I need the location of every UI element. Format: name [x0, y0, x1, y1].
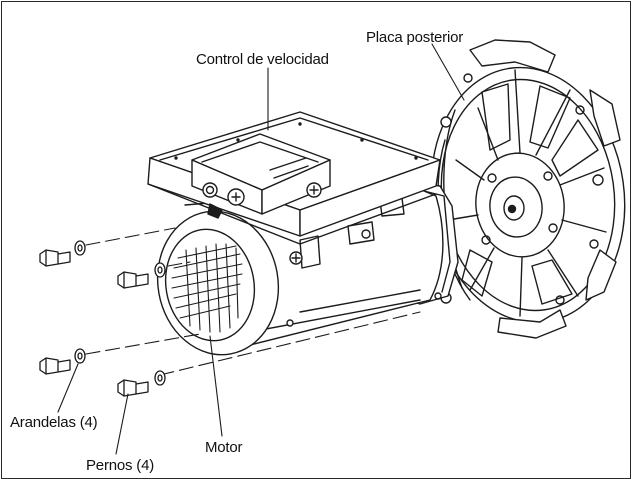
- bolt-4: [117, 379, 149, 397]
- speed-control-label: Control de velocidad: [196, 51, 329, 68]
- washer-4: [154, 370, 166, 386]
- assembly-guide-lines: [85, 227, 421, 376]
- leader-lines: [57, 43, 465, 455]
- motor-vent-grille: [171, 243, 243, 333]
- leader-washers: [57, 363, 79, 413]
- motor-label: Motor: [205, 439, 243, 456]
- bolt-2: [117, 271, 149, 289]
- bolts-label: Pernos (4): [86, 457, 155, 474]
- bolt-3: [39, 357, 71, 375]
- washer-3: [74, 348, 86, 364]
- rear-plate-label: Placa posterior: [366, 29, 464, 46]
- washers-label: Arandelas (4): [10, 414, 98, 431]
- leader-rear-plate: [431, 43, 465, 101]
- rear-plate: [430, 39, 626, 339]
- motor-body: [156, 181, 459, 356]
- washer-1: [74, 240, 86, 256]
- leader-motor: [209, 335, 223, 437]
- washer-2: [154, 262, 166, 278]
- leader-bolts: [115, 393, 129, 455]
- speed-control-box: [147, 111, 441, 245]
- bolt-1: [39, 249, 71, 267]
